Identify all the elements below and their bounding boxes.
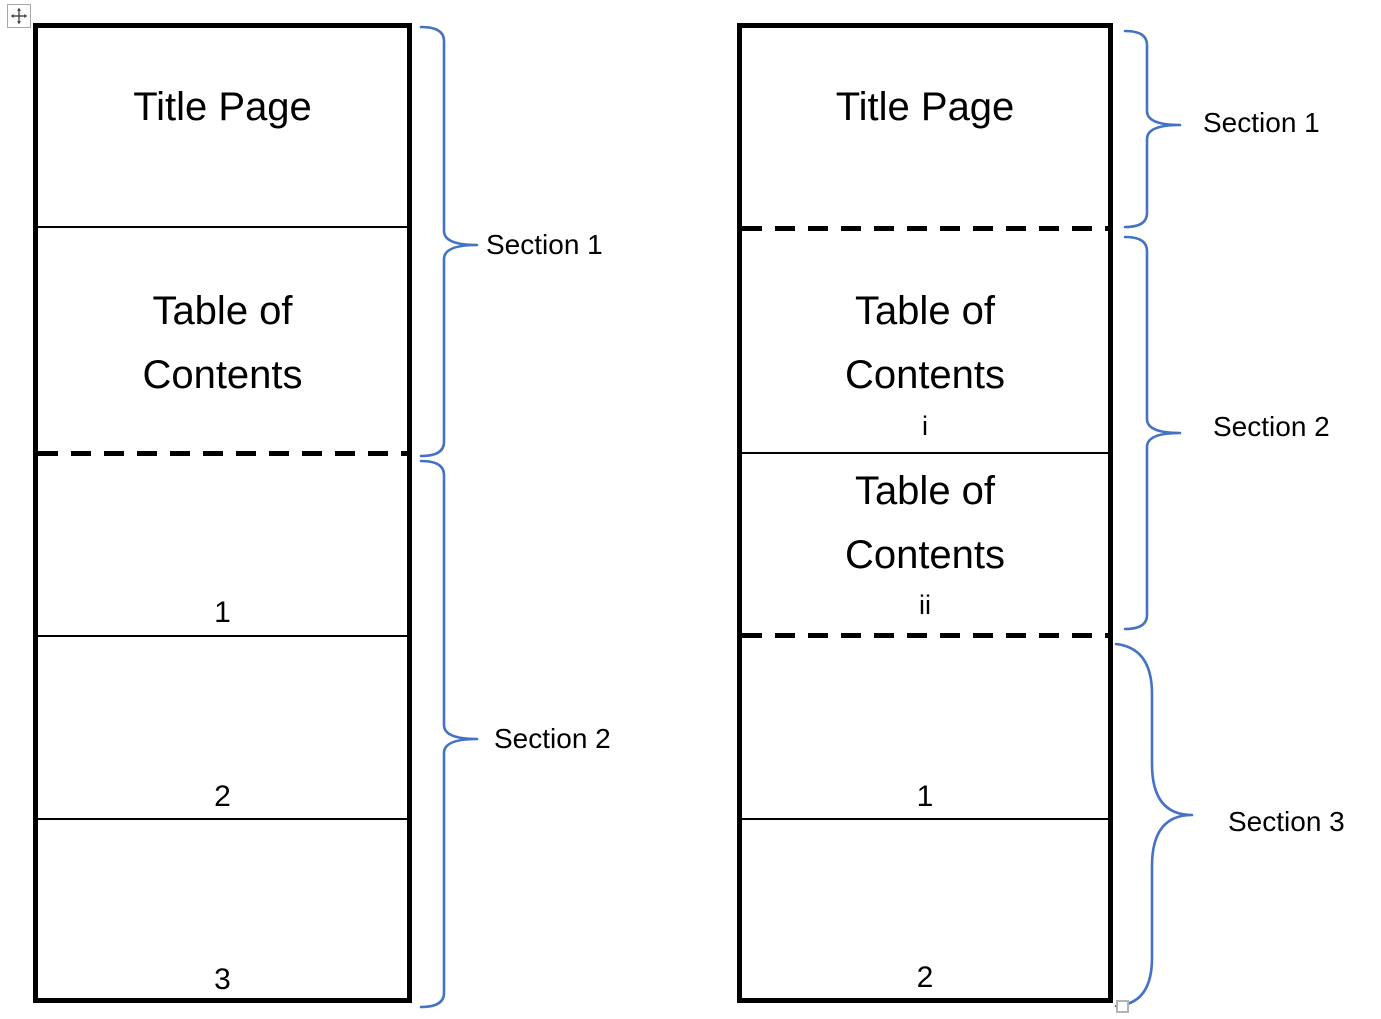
row-divider: [742, 452, 1108, 454]
row-divider: [38, 635, 407, 637]
section-break-dashed-line: [742, 633, 1108, 638]
right-section1-label: Section 1: [1203, 107, 1320, 138]
toc-cell[interactable]: Table of Contents: [742, 279, 1108, 407]
toc-cell-text: Table of Contents: [844, 289, 1006, 397]
right-section3-label: Section 3: [1228, 806, 1345, 837]
title-page-cell[interactable]: Title Page: [133, 85, 312, 129]
roman-page-number[interactable]: ii: [919, 590, 931, 620]
section-break-dashed-line: [38, 451, 407, 456]
toc-cell[interactable]: Table of Contents: [742, 459, 1108, 587]
left-section1-label: Section 1: [486, 229, 603, 260]
page-number-cell[interactable]: 2: [916, 961, 934, 994]
right-section2-label: Section 2: [1213, 411, 1330, 442]
right-section1-brace: [1123, 29, 1182, 229]
right-section3-brace: [1114, 642, 1194, 1008]
title-page-cell[interactable]: Title Page: [835, 85, 1015, 129]
left-section1-brace: [419, 25, 479, 458]
section-break-dashed-line: [742, 226, 1108, 231]
page-number-cell[interactable]: 2: [214, 780, 231, 813]
toc-cell-text: Table of Contents: [142, 289, 303, 397]
before-sections-table[interactable]: Title Page Table of Contents 1 2 3: [33, 23, 412, 1003]
table-move-handle[interactable]: [7, 4, 31, 28]
row-divider: [38, 226, 407, 228]
right-section2-brace: [1123, 235, 1182, 631]
move-cross-icon: [10, 7, 28, 25]
row-divider: [38, 818, 407, 820]
roman-page-number[interactable]: i: [922, 411, 928, 441]
row-divider: [742, 818, 1108, 820]
page-number-cell[interactable]: 3: [214, 963, 231, 996]
left-section2-brace: [419, 459, 479, 1009]
table-resize-handle[interactable]: [1116, 1000, 1129, 1013]
page-number-cell[interactable]: 1: [916, 780, 934, 813]
toc-cell[interactable]: Table of Contents: [38, 279, 407, 407]
page-number-cell[interactable]: 1: [214, 596, 231, 629]
left-section2-label: Section 2: [494, 723, 611, 754]
toc-cell-text: Table of Contents: [844, 469, 1006, 577]
after-sections-table[interactable]: Title Page Table of Contents i Table of …: [737, 23, 1113, 1003]
